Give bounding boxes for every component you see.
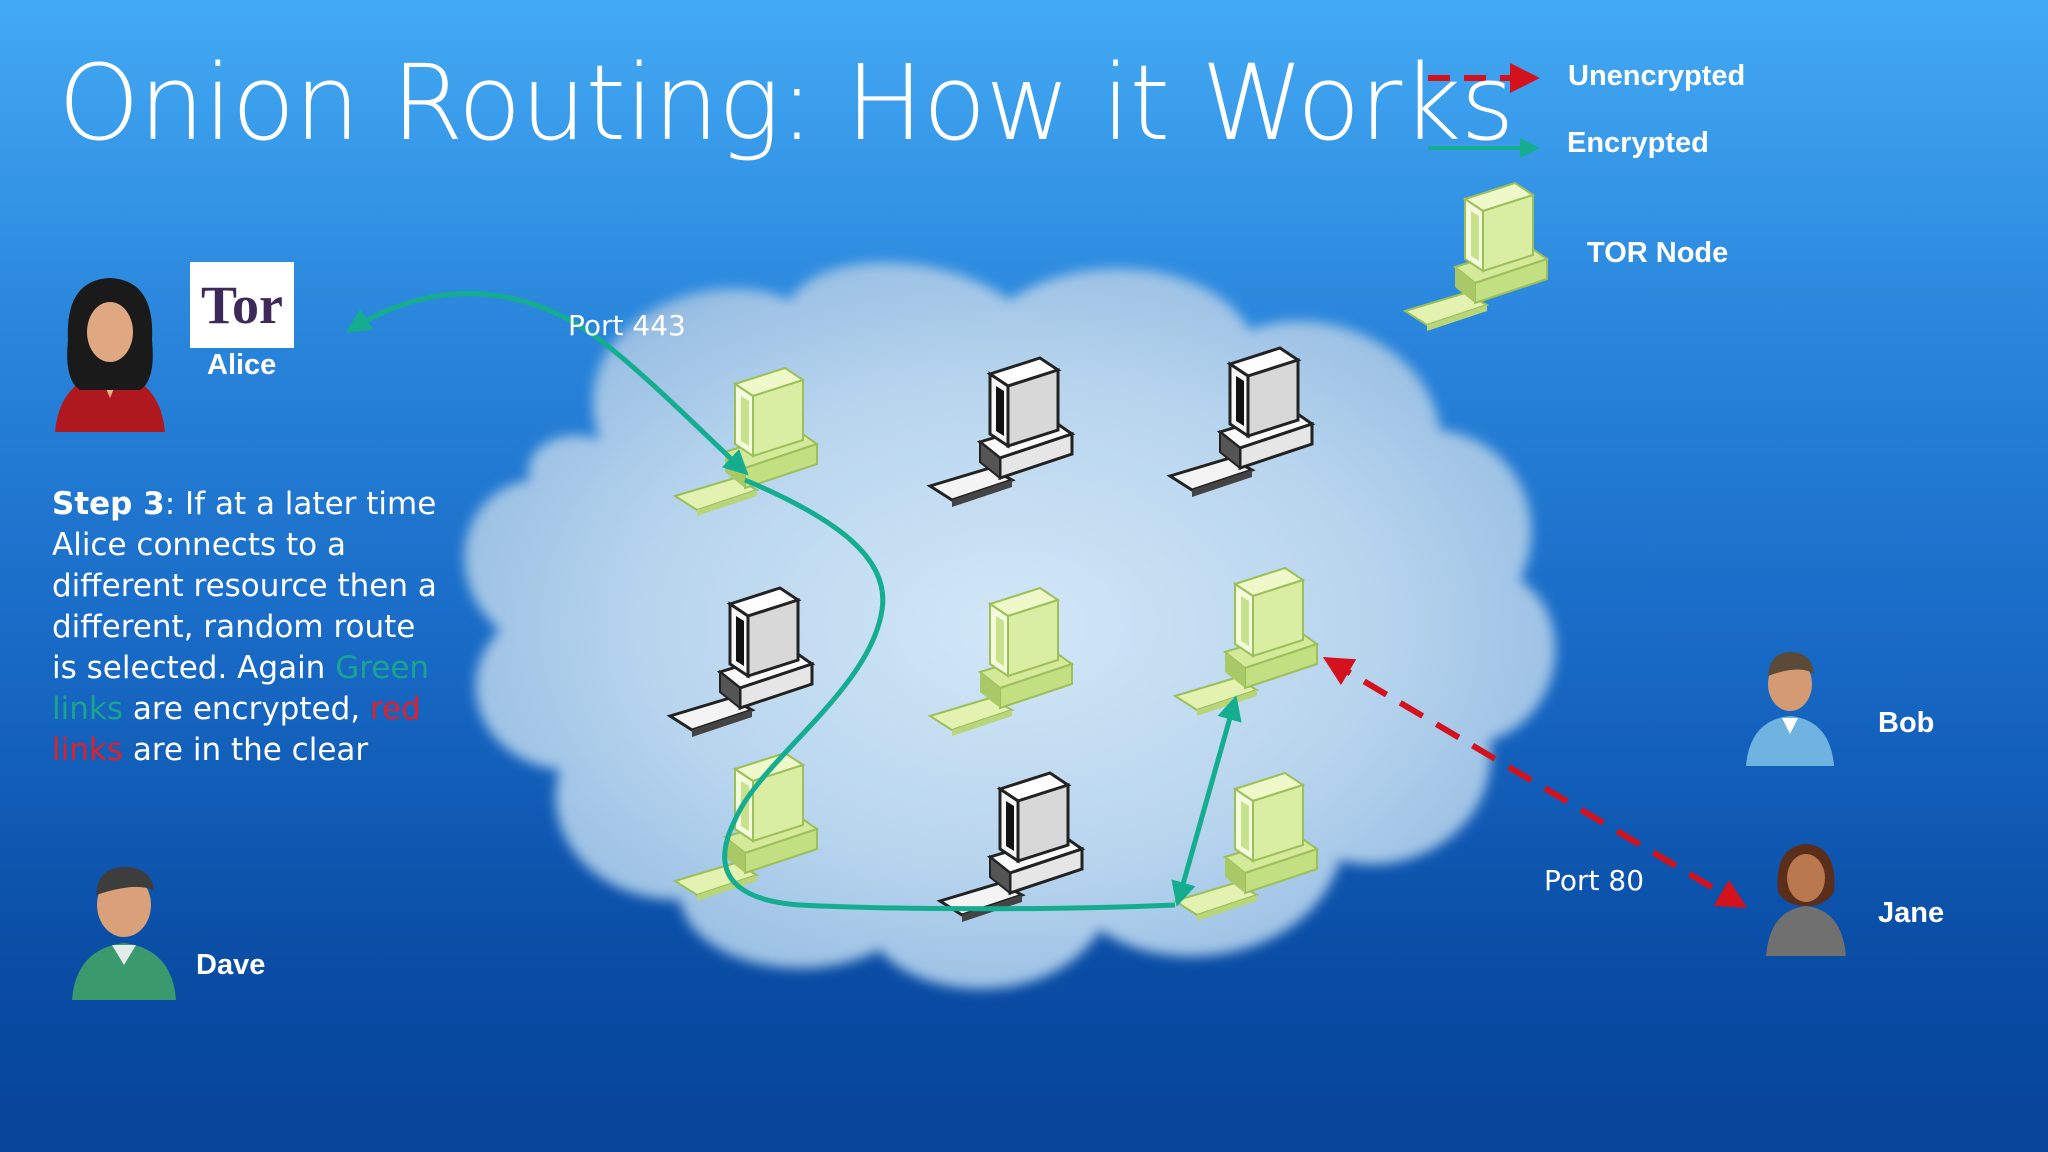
- page-title: Onion Routing: How it Works: [58, 42, 1515, 164]
- tor-logo: Tor: [190, 262, 294, 348]
- bob-avatar-icon: [1746, 652, 1834, 766]
- step-text-1: : If at a later time Alice connects to a…: [52, 486, 437, 686]
- unencrypted-link-exit-to-jane: [1322, 656, 1748, 909]
- step-label: Step 3: [52, 486, 165, 522]
- step-text-3: are in the clear: [122, 732, 369, 768]
- step-red-text: red links: [52, 691, 421, 768]
- alice-label: Alice: [207, 349, 277, 381]
- bob-label: Bob: [1878, 707, 1935, 739]
- legend-unencrypted-label: Unencrypted: [1568, 60, 1746, 92]
- encrypted-link-route: [722, 477, 1176, 912]
- encrypted-link-alice-to-entry: [345, 291, 749, 476]
- legend-tor-node-icon: [1404, 182, 1548, 332]
- step-text-2: are encrypted,: [122, 691, 370, 727]
- step-description: Step 3: If at a later time Alice connect…: [52, 484, 442, 771]
- encrypted-link-to-exit: [1171, 695, 1242, 907]
- tor-logo-text: Tor: [200, 275, 284, 335]
- port-80-label: Port 80: [1544, 864, 1645, 897]
- legend-tor-node-label: TOR Node: [1587, 237, 1729, 269]
- dave-label: Dave: [196, 949, 266, 981]
- jane-label: Jane: [1878, 897, 1945, 929]
- step-green-text: Green links: [52, 650, 430, 727]
- dave-avatar-icon: [72, 867, 176, 1000]
- jane-avatar-icon: [1766, 844, 1846, 956]
- legend-encrypted-label: Encrypted: [1567, 127, 1709, 159]
- port-443-label: Port 443: [568, 309, 686, 342]
- alice-avatar-icon: [55, 278, 165, 432]
